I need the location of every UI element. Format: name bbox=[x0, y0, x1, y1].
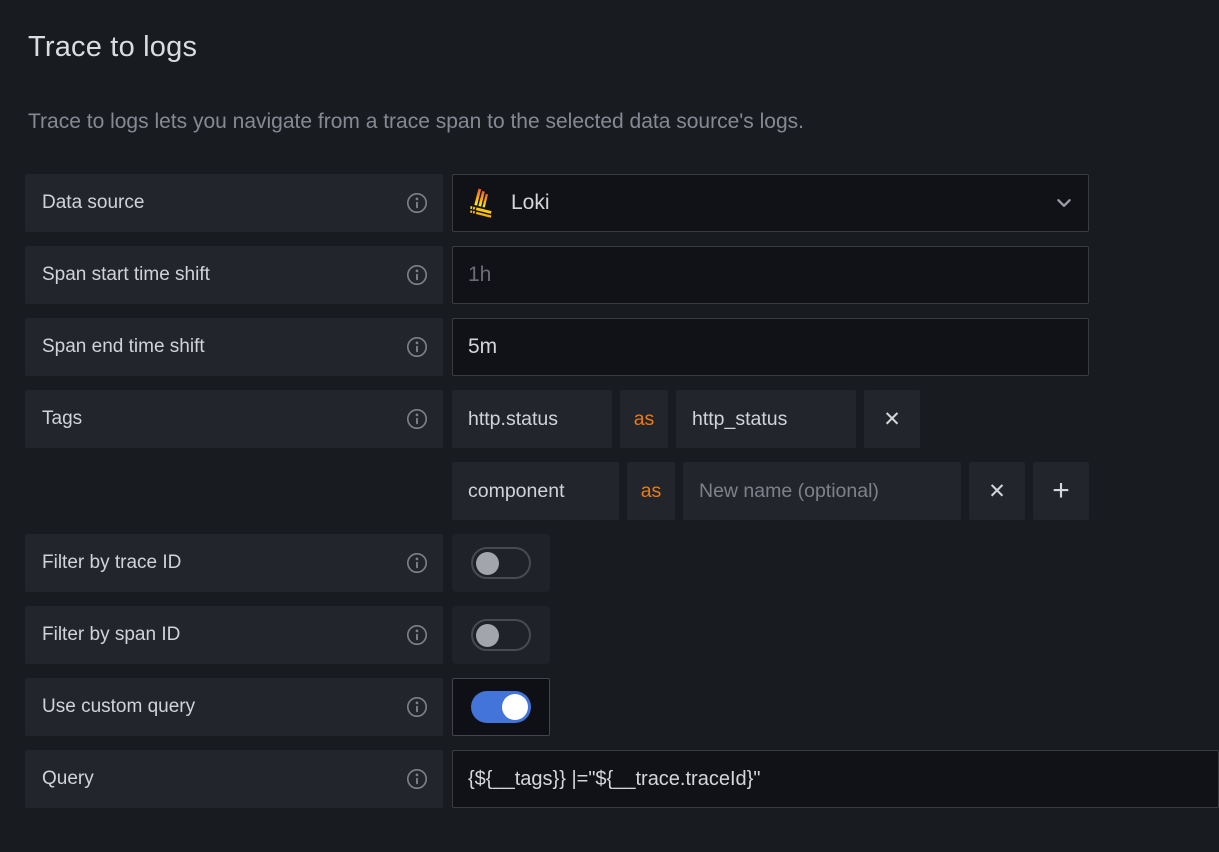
row-span-end-time-shift: Span end time shift bbox=[25, 318, 1219, 376]
tag-key-input[interactable]: http.status bbox=[452, 390, 612, 448]
filter-span-label: Filter by span ID bbox=[25, 606, 443, 664]
data-source-label: Data source bbox=[25, 174, 443, 232]
query-input-box bbox=[452, 750, 1219, 808]
data-source-selected-value: Loki bbox=[511, 191, 550, 214]
filter-by-span-id-toggle[interactable] bbox=[452, 606, 550, 664]
close-icon: ✕ bbox=[988, 479, 1006, 503]
toggle-track bbox=[471, 547, 531, 579]
row-use-custom-query: Use custom query bbox=[25, 678, 1219, 736]
query-label: Query bbox=[25, 750, 443, 808]
toggle-track bbox=[471, 619, 531, 651]
row-tags-2: component as ✕ + bbox=[452, 462, 1219, 520]
span-start-input-box bbox=[452, 246, 1089, 304]
span-end-label-text: Span end time shift bbox=[42, 336, 205, 357]
span-start-time-shift-input[interactable] bbox=[468, 263, 1073, 287]
row-filter-by-span-id: Filter by span ID bbox=[25, 606, 1219, 664]
info-icon[interactable] bbox=[406, 696, 428, 718]
custom-query-label: Use custom query bbox=[25, 678, 443, 736]
query-label-text: Query bbox=[42, 768, 94, 789]
tags-label: Tags bbox=[25, 390, 443, 448]
span-start-label: Span start time shift bbox=[25, 246, 443, 304]
filter-by-trace-id-toggle[interactable] bbox=[452, 534, 550, 592]
toggle-knob bbox=[476, 623, 499, 647]
page-title: Trace to logs bbox=[28, 31, 198, 63]
filter-trace-label: Filter by trace ID bbox=[25, 534, 443, 592]
row-filter-by-trace-id: Filter by trace ID bbox=[25, 534, 1219, 592]
row-span-start-time-shift: Span start time shift bbox=[25, 246, 1219, 304]
tag-as-label: as bbox=[620, 390, 668, 448]
info-icon[interactable] bbox=[406, 192, 428, 214]
span-end-time-shift-input[interactable] bbox=[468, 335, 1073, 359]
loki-logo-icon bbox=[468, 188, 496, 218]
info-icon[interactable] bbox=[406, 552, 428, 574]
add-tag-button[interactable]: + bbox=[1033, 462, 1089, 520]
custom-query-label-text: Use custom query bbox=[42, 696, 196, 717]
use-custom-query-toggle[interactable] bbox=[452, 678, 550, 736]
filter-span-label-text: Filter by span ID bbox=[42, 624, 181, 645]
remove-tag-button[interactable]: ✕ bbox=[969, 462, 1025, 520]
tag-value-input[interactable]: http_status bbox=[676, 390, 856, 448]
custom-query-input[interactable] bbox=[468, 767, 1203, 791]
tags-label-text: Tags bbox=[42, 408, 83, 429]
tag-value-input-box bbox=[683, 462, 961, 520]
span-start-label-text: Span start time shift bbox=[42, 264, 210, 285]
data-source-select[interactable]: Loki bbox=[452, 174, 1089, 232]
info-icon[interactable] bbox=[406, 768, 428, 790]
row-data-source: Data source bbox=[25, 174, 1219, 232]
span-end-label: Span end time shift bbox=[25, 318, 443, 376]
tag-as-label: as bbox=[627, 462, 675, 520]
info-icon[interactable] bbox=[406, 624, 428, 646]
data-source-label-text: Data source bbox=[42, 192, 145, 213]
info-icon[interactable] bbox=[406, 264, 428, 286]
toggle-knob bbox=[476, 551, 499, 575]
trace-to-logs-form: Data source bbox=[25, 174, 1219, 808]
span-end-input-box bbox=[452, 318, 1089, 376]
row-tags: Tags http.status as http_status ✕ bbox=[25, 390, 1219, 448]
toggle-knob bbox=[502, 694, 528, 720]
trace-to-logs-settings: Trace to logs Trace to logs lets you nav… bbox=[25, 31, 1219, 808]
remove-tag-button[interactable]: ✕ bbox=[864, 390, 920, 448]
tag-key-input[interactable]: component bbox=[452, 462, 619, 520]
info-icon[interactable] bbox=[406, 336, 428, 358]
toggle-track bbox=[471, 691, 531, 723]
chevron-down-icon bbox=[1055, 194, 1073, 212]
info-icon[interactable] bbox=[406, 408, 428, 430]
row-query: Query bbox=[25, 750, 1219, 808]
close-icon: ✕ bbox=[883, 407, 901, 431]
tag-new-name-input[interactable] bbox=[683, 462, 961, 520]
page-description: Trace to logs lets you navigate from a t… bbox=[28, 110, 804, 133]
filter-trace-label-text: Filter by trace ID bbox=[42, 552, 182, 573]
